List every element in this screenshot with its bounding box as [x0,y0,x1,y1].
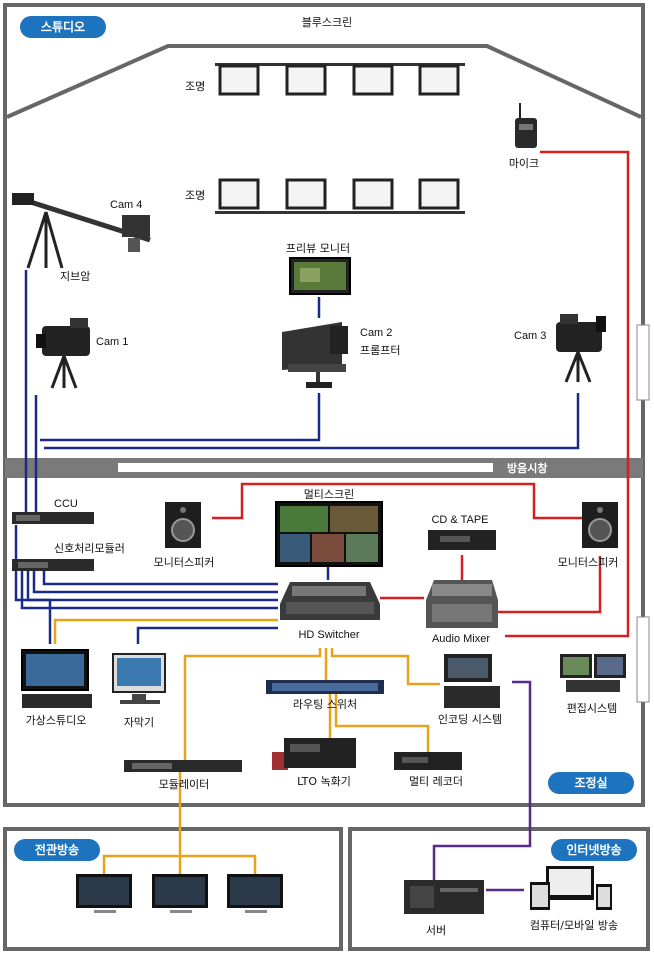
line-routing-multirec [334,694,430,752]
multiscreen-icon [275,501,383,567]
light-fixture-icon [285,64,327,96]
encoding-system-label: 인코딩 시스템 [438,713,502,726]
audio-mixer-icon [426,580,498,628]
line-switcher-encoding [330,648,440,686]
broadcast-hall-badge-label: 전관방송 [35,842,79,857]
mic-icon [515,103,537,148]
door-bar-lower [636,616,650,703]
jib-cam-label: Cam 4 [110,199,142,211]
virtual-studio-label: 가상스튜디오 [26,714,87,727]
line-cam3-ccu [44,393,580,450]
signal-lines [53,618,440,878]
line-module-switcher-b [26,570,278,602]
broadcast-hall-badge: 전관방송 [14,839,100,861]
line-cam2-ccu [40,393,321,442]
lto-recorder-icon [272,738,356,770]
video-lines [14,270,580,644]
ccu-rack-icon [12,512,94,524]
line-module-switcher-a [20,570,278,610]
pc-mobile-label: 컴퓨터/모바일 방송 [530,918,618,932]
line-encoding-server [432,680,532,880]
lto-recorder-label: LTO 녹화기 [297,775,351,788]
light-fixture-icon [418,178,460,210]
cd-tape-deck-icon [428,530,496,550]
audio-mixer-label: Audio Mixer [432,633,490,645]
bluescreen-label: 블루스크린 [302,16,353,29]
cam3-label: Cam 3 [514,330,546,342]
mic-label: 마이크 [509,157,539,170]
modulator-label: 모듈레이터 [159,778,210,791]
lighting-row-top [215,63,465,96]
studio-badge: 스튜디오 [20,16,106,38]
multi-recorder-label: 멀티 레코더 [409,775,463,788]
light-fixture-icon [352,178,394,210]
routing-switcher-icon [266,680,384,694]
prompter-label: 프롬프터 [360,344,400,357]
speaker-left-icon [165,502,201,548]
hall-tv-icon [227,874,283,913]
server-label: 서버 [426,924,446,937]
light-fixture-icon [285,178,327,210]
internet-badge: 인터넷방송 [551,839,637,861]
line-subtitle-switcher [136,626,278,644]
multi-recorder-icon [394,752,462,770]
hall-tv-icon [76,874,132,913]
audio-lines [212,150,630,638]
network-lines [432,680,532,892]
encoding-system-icon [444,654,500,708]
multiscreen-label: 멀티스크린 [304,488,355,501]
line-mic-mixer [505,150,630,638]
line-switcher-modulator [183,648,322,760]
control-room-badge-label: 조정실 [574,775,607,790]
editing-system-label: 편집시스템 [567,702,618,715]
cam2-label: Cam 2 [360,327,392,339]
light-fixture-icon [418,64,460,96]
control-room-badge: 조정실 [548,772,634,794]
lighting-bottom-label: 조명 [185,189,205,202]
internet-badge-label: 인터넷방송 [566,842,621,857]
cam3-icon [556,314,606,383]
cd-tape-label: CD & TAPE [431,514,488,526]
cam2-prompter-icon [282,322,348,388]
hd-switcher-label: HD Switcher [298,629,359,641]
cam1-label: Cam 1 [96,336,128,348]
line-module-switcher-c [32,570,278,594]
light-fixture-icon [352,64,394,96]
hall-tv-icon [152,874,208,913]
light-fixture-icon [218,64,260,96]
door-bar-upper [636,324,650,401]
sound-window-label: 방음시창 [507,461,547,475]
sound-window-glass [118,463,493,472]
preview-monitor-label: 프리뷰 모니터 [286,242,350,255]
routing-switcher-label: 라우팅 스위처 [293,698,357,711]
editing-system-icon [560,654,626,692]
subtitle-generator-icon [112,653,166,704]
server-icon [404,880,484,914]
line-module-switcher-d [42,570,278,586]
hd-switcher-icon [280,582,380,620]
cam1-icon [36,318,90,389]
light-fixture-icon [218,178,260,210]
preview-monitor-icon [289,257,351,295]
modulator-icon [124,760,242,772]
studio-badge-label: 스튜디오 [41,19,85,34]
line-mixer-speaker [498,556,602,614]
pc-mobile-devices-icon [530,866,612,910]
speaker-right-icon [582,502,618,548]
line-switcher-virtual [53,618,278,644]
virtual-studio-icon [21,649,92,708]
jib-arm-label: 지브암 [60,270,90,283]
lighting-row-bottom [215,178,465,214]
ccu-label: CCU [54,498,78,510]
lighting-top-label: 조명 [185,80,205,93]
studio-roof [6,44,642,119]
jib-arm-icon [12,193,151,269]
line-speakers [212,482,582,520]
signal-module-rack-icon [12,559,94,571]
signal-module-label: 신호처리모듈러 [54,542,125,555]
monitor-speaker-left-label: 모니터스피커 [154,556,215,569]
monitor-speaker-right-label: 모니터스피커 [558,556,619,569]
subtitle-label: 자막기 [124,716,154,729]
